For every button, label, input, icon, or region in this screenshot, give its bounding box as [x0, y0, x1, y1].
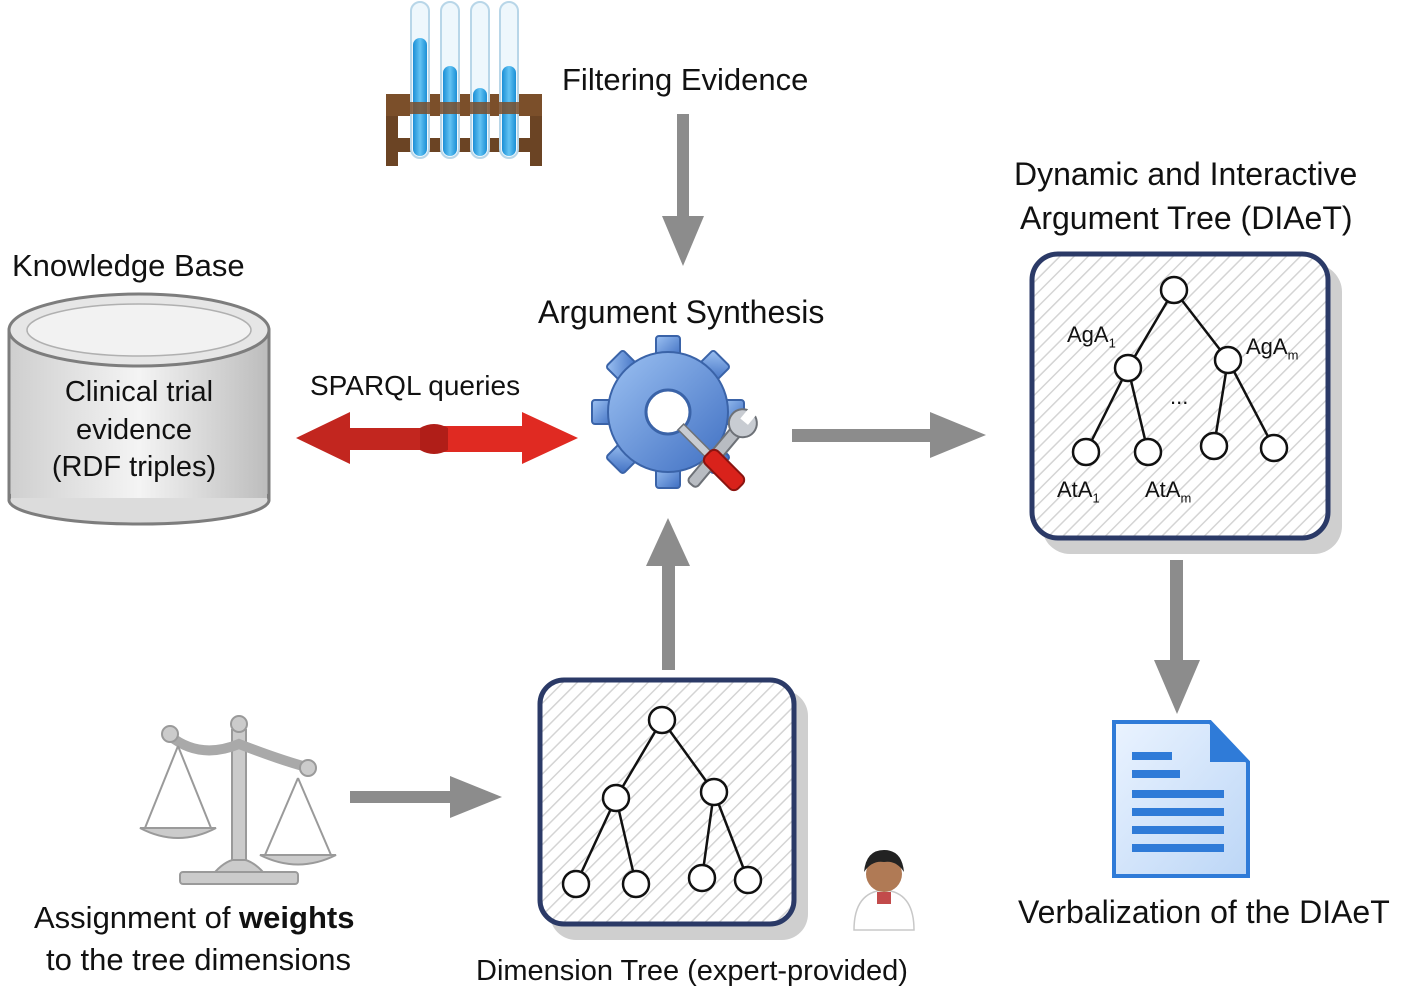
- doctor-avatar-icon: [853, 850, 915, 931]
- arrow-synthesis-to-diaet: [792, 412, 986, 458]
- knowledge-base-title: Knowledge Base: [12, 248, 245, 283]
- weights-label-line1: Assignment of weights: [34, 900, 354, 936]
- kb-content-line1: Clinical trial: [64, 376, 214, 408]
- scales-icon: [139, 715, 337, 885]
- sparql-queries-label: SPARQL queries: [310, 370, 521, 401]
- knowledge-base-cylinder: [7, 292, 271, 526]
- sparql-double-arrow: [296, 412, 578, 464]
- test-tubes-icon: [386, 1, 542, 166]
- node-label-aga-1: AgA1: [1067, 322, 1116, 351]
- diaet-tree: [1071, 275, 1289, 467]
- weights-label-line2: to the tree dimensions: [46, 942, 352, 977]
- node-label-ata-m: AtAm: [1145, 477, 1192, 506]
- document-icon: [1112, 720, 1250, 878]
- gear-tools-icon: [591, 335, 758, 492]
- diaet-box: [1029, 251, 1342, 554]
- filtering-evidence-label: Filtering Evidence: [562, 62, 809, 97]
- diaet-title-line2: Argument Tree (DIAeT): [1020, 200, 1353, 236]
- arrow-filtering-to-synthesis: [662, 114, 704, 266]
- weights-label-bold: weights: [239, 900, 355, 935]
- kb-content-line2: evidence: [75, 414, 193, 446]
- verbalization-label: Verbalization of the DIAeT: [1018, 894, 1390, 930]
- node-label-aga-m: AgAm: [1246, 334, 1299, 363]
- dimension-tree-label: Dimension Tree (expert-provided): [476, 955, 908, 987]
- node-label-ellipsis: ...: [1170, 384, 1189, 409]
- weights-label-prefix: Assignment of: [34, 900, 240, 935]
- arrow-diaet-to-verbalization: [1154, 560, 1200, 714]
- arrow-weights-to-dimension: [350, 776, 502, 818]
- node-label-ata-1: AtA1: [1057, 477, 1100, 506]
- arrow-dimension-to-synthesis: [646, 518, 690, 670]
- dimension-tree: [561, 705, 763, 899]
- diaet-title-line1: Dynamic and Interactive: [1014, 156, 1358, 192]
- argument-synthesis-label: Argument Synthesis: [538, 294, 825, 330]
- kb-content-line3: (RDF triples): [51, 451, 217, 483]
- dimension-tree-box: [537, 677, 808, 940]
